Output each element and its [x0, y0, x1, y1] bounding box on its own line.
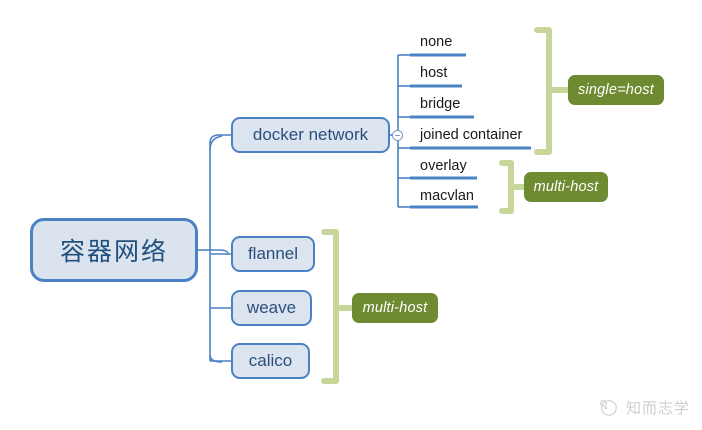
root-node-label: 容器网络	[59, 238, 168, 266]
leaf-node-host[interactable]: host	[418, 64, 447, 82]
leaf-node-label: bridge	[420, 96, 461, 112]
branch-node-label: calico	[248, 351, 293, 370]
branch-node-docker-network[interactable]: docker network	[231, 117, 390, 153]
leaf-node-none[interactable]: none	[418, 33, 452, 51]
leaf-node-label: macvlan	[420, 188, 474, 204]
branch-node-weave[interactable]: weave	[231, 290, 312, 326]
leaf-node-bridge[interactable]: bridge	[418, 95, 460, 113]
minus-circle-icon[interactable]	[392, 130, 403, 141]
leaf-node-joined-container[interactable]: joined container	[418, 126, 522, 144]
leaf-node-overlay[interactable]: overlay	[418, 157, 467, 175]
root-node-container-network[interactable]: 容器网络	[30, 218, 198, 282]
branch-node-label: flannel	[247, 244, 299, 263]
branch-node-label: weave	[246, 298, 297, 317]
watermark: 知而志学	[597, 396, 690, 418]
tag-multi-host-overlays[interactable]: multi-host	[352, 293, 438, 323]
branch-node-label: docker network	[252, 125, 369, 144]
tag-label: multi-host	[533, 179, 599, 195]
leaf-node-label: host	[420, 65, 448, 81]
circular-logo-icon	[599, 399, 617, 416]
leaf-node-label: overlay	[420, 158, 467, 174]
branch-node-calico[interactable]: calico	[231, 343, 310, 379]
tag-multi-host-docker[interactable]: multi-host	[524, 172, 608, 202]
leaf-node-macvlan[interactable]: macvlan	[418, 187, 474, 205]
tag-single-host[interactable]: single=host	[568, 75, 664, 105]
leaf-node-label: none	[420, 34, 453, 50]
leaf-node-label: joined container	[420, 127, 523, 143]
tag-label: multi-host	[362, 300, 428, 316]
tag-label: single=host	[578, 82, 654, 98]
watermark-text: 知而志学	[625, 399, 690, 417]
branch-node-flannel[interactable]: flannel	[231, 236, 315, 272]
